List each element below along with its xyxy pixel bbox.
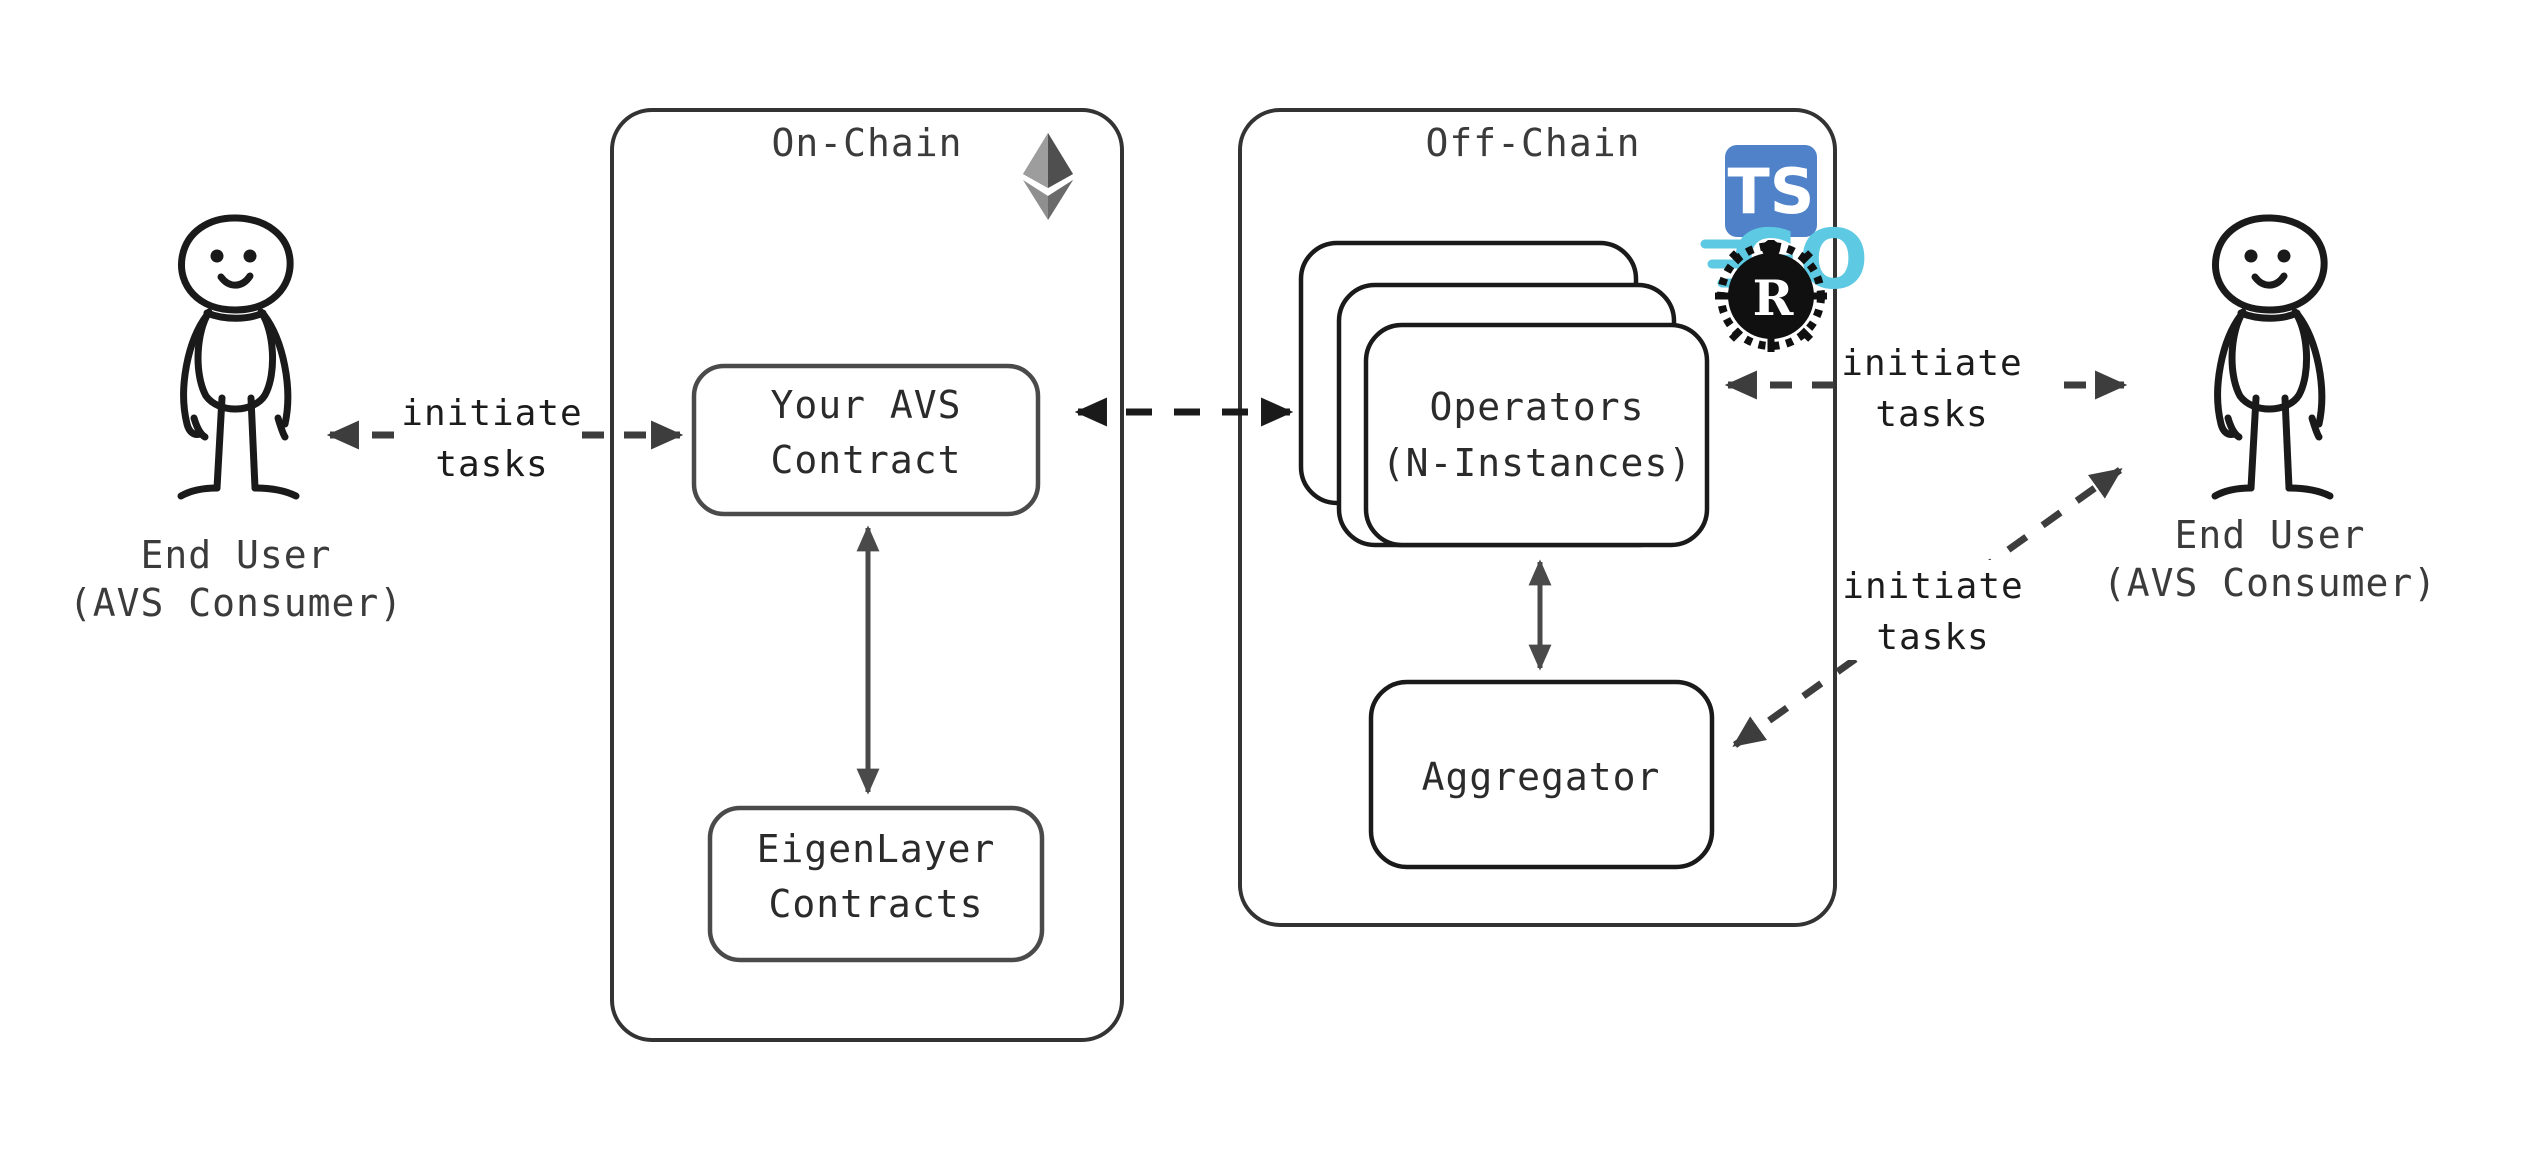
end-user-left-label-line1: End User <box>140 533 331 577</box>
avatar-end-user-right <box>2211 214 2334 500</box>
on-chain-title: On-Chain <box>771 121 962 165</box>
eigenlayer-contracts-label-line1: EigenLayer <box>757 827 996 871</box>
aggregator-box[interactable] <box>1368 679 1715 870</box>
typescript-icon-label: TS <box>1728 155 1815 228</box>
eigenlayer-contracts-box[interactable] <box>707 805 1045 963</box>
aggregator-label-line1: Aggregator <box>1422 755 1661 799</box>
edge-user-right-to-aggregator <box>1732 467 2123 748</box>
edge-user-right-to-aggregator-label-line1: initiate <box>1842 566 2023 607</box>
edge-user-left-to-avs-label-line1: initiate <box>401 393 582 434</box>
avatar-end-user-left <box>177 214 300 500</box>
end-user-right-label-line1: End User <box>2174 513 2365 557</box>
node-operators[interactable]: Operators (N-Instances) <box>1363 322 1710 548</box>
ethereum-icon <box>1023 133 1073 220</box>
rust-icon-label: R <box>1753 269 1795 327</box>
edge-user-right-to-aggregator-label-line2: tasks <box>1876 617 1989 658</box>
rust-icon: R <box>1715 240 1827 352</box>
edge-label-backdrop-left <box>402 390 582 482</box>
edge-user-right-to-operators-label-line2: tasks <box>1875 394 1988 435</box>
end-user-right-label-line2: (AVS Consumer) <box>2103 561 2437 605</box>
node-aggregator[interactable]: Aggregator <box>1368 679 1715 870</box>
edge-label-backdrop-right-bottom <box>1843 560 2048 660</box>
operators-label-line1: Operators <box>1430 385 1645 429</box>
your-avs-contract-label-line1: Your AVS <box>770 383 961 427</box>
operators-label-line2: (N-Instances) <box>1382 441 1692 485</box>
edge-user-left-to-avs-label-line2: tasks <box>435 444 548 485</box>
eigenlayer-contracts-label-line2: Contracts <box>769 882 984 926</box>
off-chain-title: Off-Chain <box>1426 121 1641 165</box>
edge-label-backdrop-right-top <box>1845 335 2045 435</box>
typescript-icon: TS <box>1725 145 1817 237</box>
node-eigenlayer-contracts[interactable]: EigenLayer Contracts <box>707 805 1045 963</box>
operators-box[interactable] <box>1363 322 1710 548</box>
end-user-left-label-line2: (AVS Consumer) <box>69 581 403 625</box>
your-avs-contract-label-line2: Contract <box>770 438 961 482</box>
node-your-avs-contract[interactable]: Your AVS Contract <box>691 363 1041 517</box>
your-avs-contract-box[interactable] <box>691 363 1041 517</box>
edge-user-right-to-operators-label-line1: initiate <box>1841 343 2022 384</box>
